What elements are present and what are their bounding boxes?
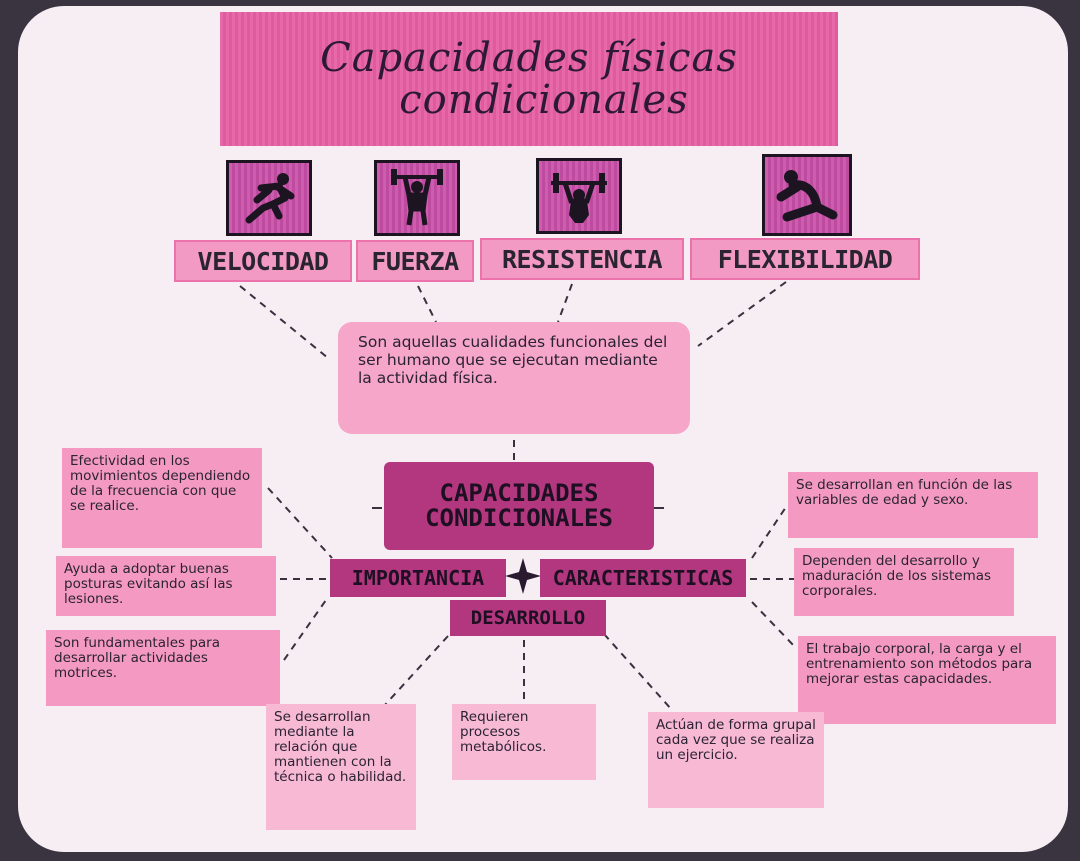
stretching-icon	[762, 154, 852, 236]
characteristics-note-1: Se desarrollan en función de las variabl…	[788, 472, 1038, 538]
importance-label: IMPORTANCIA	[330, 559, 506, 597]
title-line-1: Capacidades físicas	[320, 35, 738, 81]
label-flexibilidad: FLEXIBILIDAD	[690, 238, 920, 280]
importance-note-2: Ayuda a adoptar buenas posturas evitando…	[56, 556, 276, 616]
definition-box: Son aquellas cualidades funcionales del …	[338, 322, 690, 434]
connector-velocidad	[239, 285, 329, 359]
connector-development-1	[383, 635, 449, 707]
weightlifter-icon	[374, 160, 460, 236]
connector-importance-3	[283, 599, 327, 661]
characteristics-label: CARACTERISTICAS	[540, 559, 746, 597]
characteristics-note-2: Dependen del desarrollo y maduración de …	[794, 548, 1014, 616]
label-fuerza: FUERZA	[356, 240, 474, 282]
development-note-3: Actúan de forma grupal cada vez que se r…	[648, 712, 824, 808]
label-velocidad: VELOCIDAD	[174, 240, 352, 282]
development-note-1: Se desarrollan mediante la relación que …	[266, 704, 416, 830]
connector-flexibilidad	[697, 281, 787, 347]
title-banner: Capacidades físicas condicionales	[220, 12, 838, 146]
connector-resistencia	[557, 283, 573, 323]
importance-note-1: Efectividad en los movimientos dependien…	[62, 448, 262, 548]
development-note-2: Requieren procesos metabólicos.	[452, 704, 596, 780]
label-resistencia: RESISTENCIA	[480, 238, 684, 280]
characteristics-note-3: El trabajo corporal, la carga y el entre…	[798, 636, 1056, 724]
title-line-2: condicionales	[399, 77, 689, 123]
center-title: CAPACIDADES CONDICIONALES	[384, 462, 654, 550]
connector-development-3	[603, 633, 673, 711]
star-icon	[503, 556, 543, 596]
importance-note-3: Son fundamentales para desarrollar activ…	[46, 630, 280, 706]
development-label: DESARROLLO	[450, 600, 606, 636]
connector-characteristics-3	[751, 601, 797, 649]
connector-fuerza	[417, 285, 437, 323]
connector-importance-1	[267, 487, 333, 559]
barbell-lift-icon	[536, 158, 622, 234]
connector-characteristics-1	[751, 503, 789, 559]
runner-icon	[226, 160, 312, 236]
